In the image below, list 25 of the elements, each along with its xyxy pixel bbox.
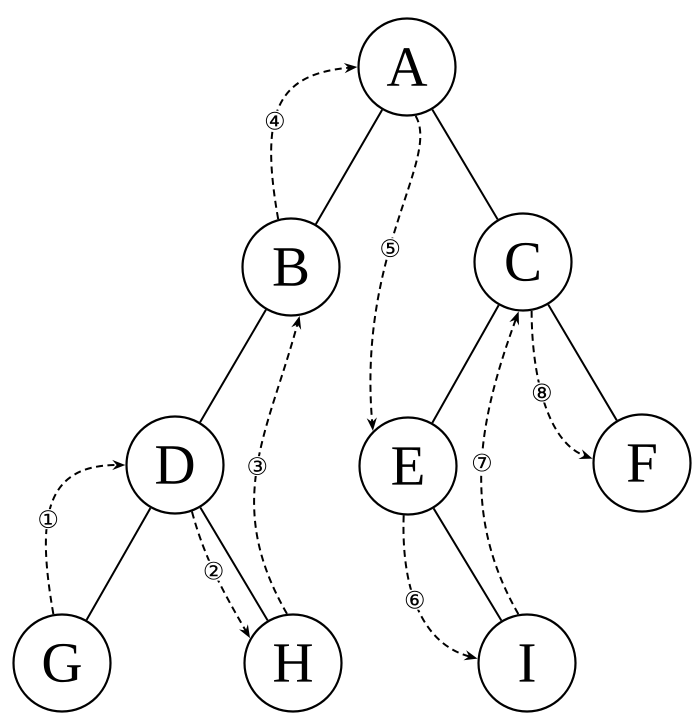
tree-node: G — [12, 613, 112, 713]
step-number: ③ — [246, 456, 270, 476]
tree-node: C — [473, 212, 573, 312]
tree-edge — [547, 304, 618, 421]
step-number: ⑦ — [470, 452, 494, 473]
step-number: ④ — [263, 110, 287, 131]
step-number: ② — [202, 560, 226, 581]
step-number: ⑤ — [378, 238, 402, 258]
tree-edge — [431, 304, 500, 424]
step-number: ⑥ — [403, 590, 426, 610]
tree-edge — [200, 507, 268, 621]
tree-node: E — [358, 416, 458, 516]
step-number: ① — [36, 509, 60, 530]
tree-node: H — [243, 613, 343, 713]
tree-node: B — [241, 217, 341, 317]
tree-node: D — [125, 415, 225, 515]
tree-edge — [199, 309, 267, 423]
tree-edge — [432, 109, 498, 220]
tree-node: I — [477, 613, 577, 713]
tree-edge — [432, 508, 502, 622]
step-number: ⑧ — [530, 382, 554, 402]
tree-node: F — [592, 413, 692, 513]
tree-edge — [315, 109, 383, 225]
tree-node: A — [357, 17, 457, 117]
tree-edge — [86, 508, 152, 620]
